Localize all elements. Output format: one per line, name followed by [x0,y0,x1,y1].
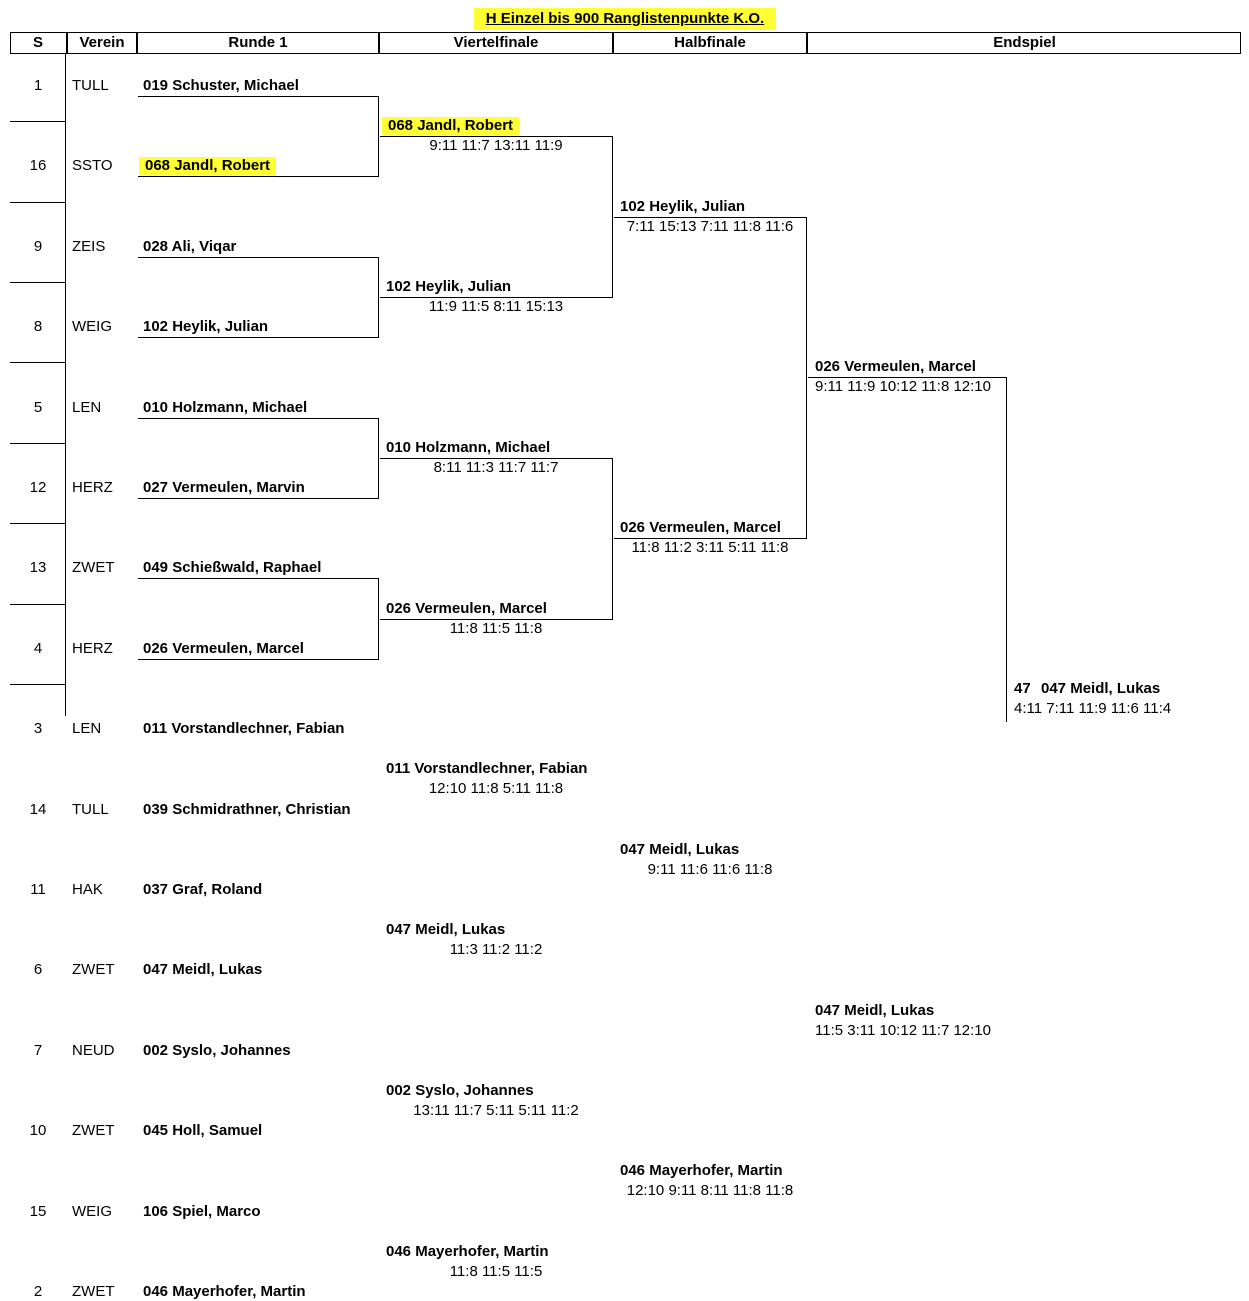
semifinal-winner: 047 Meidl, Lukas [620,840,740,858]
quarterfinal-score: 11:9 11:5 8:11 15:13 [428,298,564,315]
seed-number: 9 [33,237,43,255]
semifinal-score: 7:11 15:13 7:11 11:8 11:6 [626,217,794,235]
player-name: 037 Graf, Roland [143,881,263,898]
seed-number: 16 [29,157,47,175]
semifinal-score: 9:11 11:6 11:6 11:8 [647,860,773,878]
club-code: HERZ [72,479,113,496]
seed-number: 15 [29,1202,47,1220]
final-score: 9:11 11:9 10:12 11:8 12:10 [815,378,991,396]
champion-name: 047 Meidl, Lukas [1041,680,1161,697]
seed-number: 8 [33,318,43,336]
player-name: 027 Vermeulen, Marvin [143,479,305,496]
club-code: NEUD [72,1041,115,1059]
player-name: 039 Schmidrathner, Christian [143,800,351,818]
seed-number: 10 [29,1122,47,1140]
seed-number: 2 [33,1283,43,1300]
player-name: 046 Mayerhofer, Martin [143,1283,306,1300]
player-name: 028 Ali, Viqar [143,237,237,255]
quarterfinal-score: 13:11 11:7 5:11 5:11 11:2 [413,1102,579,1119]
quarterfinal-winner: 047 Meidl, Lukas [386,921,506,939]
club-code: HAK [72,881,103,898]
player-name: 019 Schuster, Michael [143,77,299,94]
club-code: LEN [72,398,102,416]
header-seed: S [32,34,43,51]
player-name: 045 Holl, Samuel [143,1122,263,1140]
seed-number: 5 [33,398,43,416]
quarterfinal-winner: 102 Heylik, Julian [386,278,512,295]
quarterfinal-score: 12:10 11:8 5:11 11:8 [428,780,564,798]
final-winner: 026 Vermeulen, Marcel [815,358,976,376]
final-score: 11:5 3:11 10:12 11:7 12:10 [815,1021,991,1039]
player-name: 049 Schießwald, Raphael [143,559,322,577]
club-code: WEIG [72,318,112,336]
seed-number: 11 [30,881,46,898]
page-title: H Einzel bis 900 Ranglistenpunkte K.O. [474,8,776,30]
quarterfinal-score: 11:8 11:5 11:8 [449,619,543,637]
club-code: ZWET [72,961,115,979]
seed-number: 6 [33,961,43,979]
seed-number: 12 [29,479,47,496]
seed-number: 13 [29,559,47,577]
player-name: 068 Jandl, Robert [139,157,277,176]
seed-number: 14 [29,800,47,818]
club-code: LEN [72,720,102,738]
seed-number: 7 [33,1041,43,1059]
semifinal-score: 12:10 9:11 8:11 11:8 11:8 [626,1182,794,1200]
quarterfinal-winner: 046 Mayerhofer, Martin [386,1242,549,1260]
club-code: ZWET [72,559,115,577]
header-quarterfinal: Viertelfinale [453,34,539,51]
header-semifinal: Halbfinale [674,34,746,51]
club-code: WEIG [72,1202,112,1220]
player-name: 047 Meidl, Lukas [143,961,263,979]
club-code: ZEIS [72,237,106,255]
player-name: 106 Spiel, Marco [143,1202,261,1220]
semifinal-score: 11:8 11:2 3:11 5:11 11:8 [631,539,789,557]
club-code: TULL [72,77,109,94]
quarterfinal-score: 11:8 11:5 11:5 [449,1262,543,1280]
quarterfinal-winner: 026 Vermeulen, Marcel [386,599,547,617]
seed-number: 4 [33,639,43,657]
header-club: Verein [79,34,125,51]
player-name: 010 Holzmann, Michael [143,398,308,416]
club-code: HERZ [72,639,113,657]
player-name: 011 Vorstandlechner, Fabian [143,720,345,738]
club-code: ZWET [72,1283,115,1300]
seed-number: 1 [33,77,43,94]
final-winner: 047 Meidl, Lukas [815,1001,935,1019]
seed-number: 3 [33,720,43,738]
club-code: ZWET [72,1122,115,1140]
quarterfinal-score: 8:11 11:3 11:7 11:7 [433,458,559,476]
champion-score: 4:11 7:11 11:9 11:6 11:4 [1014,700,1172,717]
quarterfinal-winner: 002 Syslo, Johannes [386,1082,534,1099]
quarterfinal-score: 9:11 11:7 13:11 11:9 [429,137,563,155]
player-name: 026 Vermeulen, Marcel [143,639,304,657]
quarterfinal-winner: 011 Vorstandlechner, Fabian [386,760,588,778]
player-name: 002 Syslo, Johannes [143,1041,291,1059]
player-name: 102 Heylik, Julian [143,318,269,336]
quarterfinal-score: 11:3 11:2 11:2 [449,941,543,959]
semifinal-winner: 046 Mayerhofer, Martin [620,1162,783,1180]
quarterfinal-winner: 010 Holzmann, Michael [386,438,551,456]
header-final: Endspiel [993,34,1056,51]
header-round1: Runde 1 [228,34,288,51]
bracket-sheet: H Einzel bis 900 Ranglistenpunkte K.O. S… [10,8,1241,1300]
club-code: SSTO [72,157,113,175]
champion-number: 47 [1014,680,1031,697]
semifinal-winner: 026 Vermeulen, Marcel [620,519,781,537]
semifinal-winner: 102 Heylik, Julian [620,197,746,215]
club-code: TULL [72,800,109,818]
quarterfinal-winner: 068 Jandl, Robert [382,117,520,136]
bracket-lines [10,32,1241,722]
